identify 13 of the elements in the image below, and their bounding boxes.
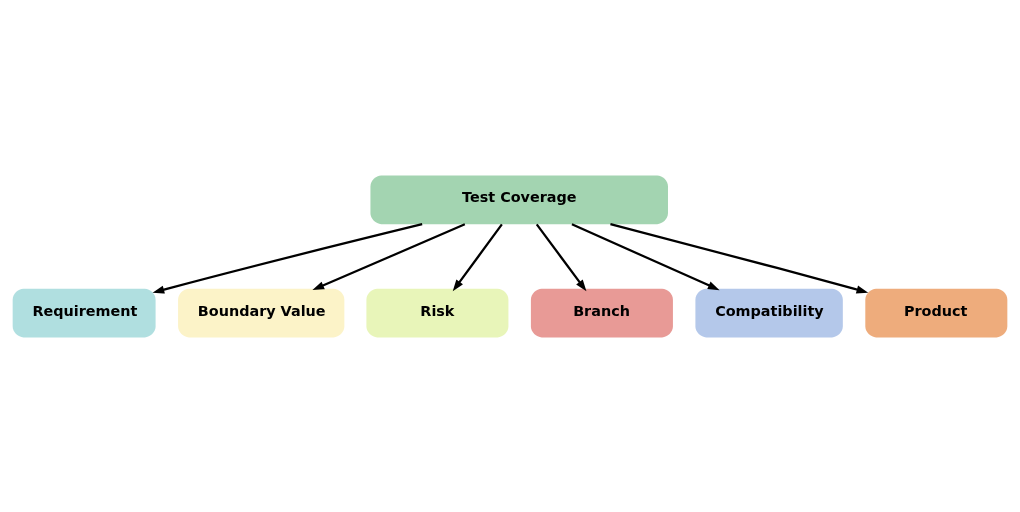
node-box: Branch xyxy=(530,288,673,337)
arrow xyxy=(571,222,720,290)
arrow xyxy=(610,222,869,293)
arrow xyxy=(535,223,587,291)
arrow xyxy=(312,222,466,290)
node-box: Requirement xyxy=(12,288,156,337)
node-box: Test Coverage xyxy=(370,175,668,224)
arrow xyxy=(152,222,423,294)
arrow xyxy=(452,223,503,291)
node-box: Compatibility xyxy=(695,288,843,337)
node-box: Product xyxy=(865,288,1008,337)
node-box: Risk xyxy=(366,288,509,337)
node-box: Boundary Value xyxy=(178,288,345,337)
